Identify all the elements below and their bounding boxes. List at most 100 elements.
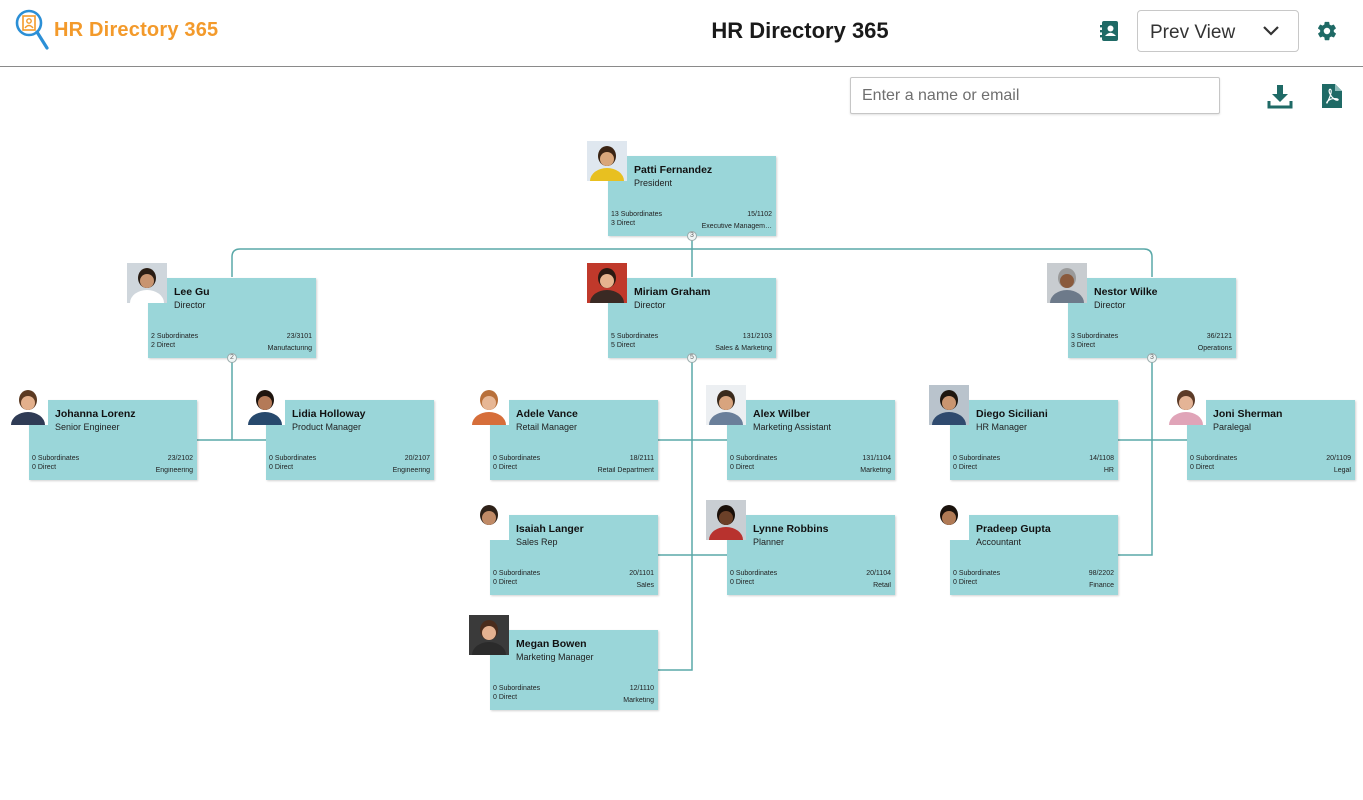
- org-chart-connectors: [197, 236, 1187, 671]
- employee-title: Planner: [753, 537, 785, 547]
- employee-title: Director: [174, 300, 206, 310]
- direct-count: 3 Direct: [611, 220, 636, 227]
- subordinates-count: 2 Subordinates: [151, 333, 199, 340]
- avatar: [706, 385, 746, 425]
- subordinates-count: 5 Subordinates: [611, 333, 659, 340]
- collapse-toggle[interactable]: 2: [227, 353, 237, 363]
- subordinates-count: 0 Subordinates: [1190, 455, 1238, 462]
- view-select-value: Prev View: [1150, 22, 1236, 43]
- avatar: [469, 385, 509, 425]
- department: Retail: [873, 582, 891, 589]
- direct-count: 0 Direct: [493, 464, 518, 471]
- employee-title: HR Manager: [976, 422, 1028, 432]
- org-node-johanna-lorenz[interactable]: Johanna Lorenz Senior Engineer 0 Subordi…: [8, 385, 197, 480]
- avatar: [706, 500, 746, 540]
- subordinates-count: 0 Subordinates: [32, 455, 80, 462]
- employee-name: Diego Siciliani: [976, 408, 1048, 420]
- app-logo-text: HR Directory 365: [54, 18, 219, 41]
- contact-card-icon[interactable]: [1099, 20, 1121, 42]
- employee-name: Adele Vance: [516, 408, 578, 420]
- employee-name: Lynne Robbins: [753, 523, 829, 535]
- employee-name: Lee Gu: [174, 286, 210, 298]
- subordinates-count: 0 Subordinates: [493, 455, 541, 462]
- avatar: [1166, 385, 1206, 425]
- avatar: [929, 500, 969, 540]
- gear-icon[interactable]: [1316, 20, 1338, 42]
- pdf-icon[interactable]: [1321, 83, 1343, 109]
- org-node-lidia-holloway[interactable]: Lidia Holloway Product Manager 0 Subordi…: [245, 385, 434, 480]
- org-node-lynne-robbins[interactable]: Lynne Robbins Planner 0 Subordinates 0 D…: [706, 500, 895, 595]
- direct-count: 0 Direct: [269, 464, 294, 471]
- office-room: 20/1109: [1326, 455, 1351, 462]
- avatar: [929, 385, 969, 425]
- subordinates-count: 0 Subordinates: [730, 570, 778, 577]
- avatar: [587, 141, 627, 181]
- org-node-lee-gu[interactable]: Lee Gu Director 2 Subordinates 2 Direct …: [127, 263, 316, 363]
- org-chart: Patti Fernandez President 13 Subordinate…: [0, 130, 1363, 730]
- collapse-toggle[interactable]: 3: [687, 231, 697, 241]
- app-logo[interactable]: HR Directory 365: [14, 8, 218, 52]
- employee-title: Retail Manager: [516, 422, 578, 432]
- direct-count: 3 Direct: [1071, 342, 1096, 349]
- org-node-patti-fernandez[interactable]: Patti Fernandez President 13 Subordinate…: [587, 141, 776, 241]
- office-room: 20/1101: [629, 570, 654, 577]
- employee-name: Megan Bowen: [516, 638, 587, 650]
- avatar: [8, 385, 48, 425]
- direct-count: 0 Direct: [730, 464, 755, 471]
- employee-name: Joni Sherman: [1213, 408, 1283, 420]
- subordinates-count: 13 Subordinates: [611, 211, 662, 218]
- org-node-adele-vance[interactable]: Adele Vance Retail Manager 0 Subordinate…: [469, 385, 658, 480]
- employee-title: Product Manager: [292, 422, 362, 432]
- department: Manufacturing: [267, 345, 312, 352]
- employee-name: Patti Fernandez: [634, 164, 713, 176]
- avatar: [587, 263, 627, 303]
- org-node-pradeep-gupta[interactable]: Pradeep Gupta Accountant 0 Subordinates …: [929, 500, 1118, 595]
- employee-name: Isaiah Langer: [516, 523, 584, 535]
- department: Operations: [1197, 345, 1232, 352]
- subordinates-count: 0 Subordinates: [953, 570, 1001, 577]
- department: Marketing: [623, 697, 654, 704]
- org-node-megan-bowen[interactable]: Megan Bowen Marketing Manager 0 Subordin…: [469, 615, 658, 710]
- employee-title: President: [634, 178, 673, 188]
- department: Finance: [1089, 582, 1114, 589]
- connector-lines: [197, 236, 1187, 671]
- direct-count: 0 Direct: [953, 579, 978, 586]
- avatar: [469, 500, 509, 540]
- direct-count: 2 Direct: [151, 342, 176, 349]
- view-select[interactable]: Prev View: [1137, 10, 1299, 52]
- office-room: 14/1108: [1089, 455, 1114, 462]
- subordinates-count: 0 Subordinates: [493, 685, 541, 692]
- office-room: 20/1104: [866, 570, 891, 577]
- org-node-diego-siciliani[interactable]: Diego Siciliani HR Manager 0 Subordinate…: [929, 385, 1118, 480]
- direct-count: 0 Direct: [493, 579, 518, 586]
- org-node-nestor-wilke[interactable]: Nestor Wilke Director 3 Subordinates 3 D…: [1047, 263, 1236, 363]
- chevron-down-icon: [1263, 26, 1279, 36]
- org-node-miriam-graham[interactable]: Miriam Graham Director 5 Subordinates 5 …: [587, 263, 776, 363]
- direct-count: 0 Direct: [730, 579, 755, 586]
- department: Executive Managem…: [701, 223, 772, 230]
- download-icon[interactable]: [1267, 83, 1293, 109]
- search-input[interactable]: [850, 77, 1220, 114]
- employee-title: Director: [634, 300, 666, 310]
- office-room: 20/2107: [404, 455, 430, 462]
- avatar: [1047, 263, 1087, 303]
- department: Legal: [1333, 467, 1351, 474]
- department: Engineering: [155, 467, 193, 474]
- employee-title: Marketing Manager: [516, 652, 594, 662]
- collapse-toggle[interactable]: 5: [687, 353, 697, 363]
- employee-title: Paralegal: [1213, 422, 1252, 432]
- org-node-isaiah-langer[interactable]: Isaiah Langer Sales Rep 0 Subordinates 0…: [469, 500, 658, 595]
- office-room: 23/3101: [286, 333, 312, 340]
- directory-search-icon: [15, 9, 49, 50]
- subordinates-count: 3 Subordinates: [1071, 333, 1119, 340]
- department: HR: [1103, 467, 1114, 474]
- employee-name: Lidia Holloway: [292, 408, 366, 420]
- collapse-toggle[interactable]: 3: [1147, 353, 1157, 363]
- direct-count: 0 Direct: [493, 694, 518, 701]
- avatar: [245, 385, 285, 425]
- office-room: 12/1110: [629, 685, 654, 692]
- org-node-joni-sherman[interactable]: Joni Sherman Paralegal 0 Subordinates 0 …: [1166, 385, 1355, 480]
- employee-name: Miriam Graham: [634, 286, 711, 298]
- org-node-alex-wilber[interactable]: Alex Wilber Marketing Assistant 0 Subord…: [706, 385, 895, 480]
- direct-count: 5 Direct: [611, 342, 636, 349]
